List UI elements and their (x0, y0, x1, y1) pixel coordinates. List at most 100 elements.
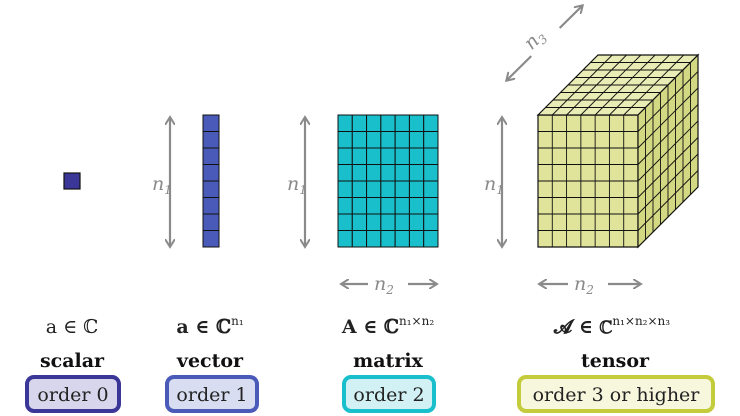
matrix-cell (423, 147, 439, 165)
tensor-grid-line (637, 153, 699, 215)
tensor-grid-line (637, 87, 699, 149)
matrix-cell (423, 164, 439, 182)
matrix-cell (423, 213, 439, 231)
vector-n1-dimension: n1 (152, 118, 172, 246)
vector-cell (202, 180, 220, 198)
matrix-cell (351, 147, 368, 165)
n2-subscript: 2 (585, 283, 594, 297)
order-badge-tensor: order 3 or higher (517, 375, 715, 413)
matrix-cell (351, 164, 368, 182)
svg-text:n2: n2 (374, 273, 394, 297)
svg-text:n1: n1 (484, 173, 504, 197)
tensor-grid-line (637, 170, 699, 231)
matrix-cell (408, 147, 425, 165)
vector-math: a ∈ ℂn₁ (176, 314, 243, 338)
matrix-cell (366, 180, 382, 198)
n2-label: n (374, 273, 386, 295)
matrix-cell (366, 197, 382, 215)
matrix-cell (423, 114, 439, 132)
order-2-label: order 2 (353, 384, 424, 406)
tensor-math: 𝓐 ∈ ℂn₁×n₂×n₃ (553, 314, 670, 338)
matrix-cell (351, 131, 368, 149)
matrix-cell (351, 213, 368, 231)
matrix-cell (423, 180, 439, 198)
matrix-cell (394, 147, 410, 165)
vector-cell (202, 131, 220, 149)
matrix-math: A ∈ ℂn₁×n₂ (341, 314, 434, 338)
order-badge-vector: order 1 (165, 375, 259, 413)
matrix-cell (408, 114, 425, 132)
matrix-grid (337, 114, 439, 248)
matrix-cell (423, 131, 439, 149)
tensor-n2-dimension: n2 (540, 270, 640, 298)
scalar-square (63, 172, 81, 190)
matrix-cell (380, 147, 396, 165)
order-0-label: order 0 (37, 384, 108, 406)
matrix-cell (351, 114, 368, 132)
matrix-cell (366, 230, 382, 248)
order-3-label: order 3 or higher (533, 384, 701, 406)
n1-label: n (287, 173, 299, 195)
svg-text:n2: n2 (574, 273, 594, 297)
n1-subscript: 1 (496, 183, 504, 197)
scalar-name: scalar (40, 350, 105, 372)
matrix-cell (394, 230, 410, 248)
order-1-label: order 1 (176, 384, 247, 406)
matrix-cell (351, 197, 368, 215)
matrix-cell (408, 180, 425, 198)
matrix-cell (380, 131, 396, 149)
tensor-name: tensor (581, 350, 650, 372)
vector-cell (202, 213, 220, 231)
matrix-cell (366, 213, 382, 231)
vector-cell (202, 147, 220, 165)
vector-cell (202, 230, 220, 248)
vector-cell (202, 114, 220, 132)
matrix-cell (380, 213, 396, 231)
n2-subscript: 2 (385, 283, 394, 297)
tensor-n3-dimension: n3 (507, 6, 582, 80)
matrix-cell (337, 180, 353, 198)
matrix-cell (337, 131, 353, 149)
tensor-grid-line (637, 104, 699, 165)
vector-cell (202, 164, 220, 182)
n1-subscript: 1 (299, 183, 307, 197)
vector-name: vector (176, 350, 244, 372)
matrix-cell (366, 164, 382, 182)
matrix-cell (423, 230, 439, 248)
matrix-cell (408, 230, 425, 248)
matrix-cell (408, 164, 425, 182)
matrix-cell (380, 164, 396, 182)
matrix-cell (366, 131, 382, 149)
n2-label: n (574, 273, 586, 295)
matrix-cell (351, 180, 368, 198)
matrix-cell (394, 197, 410, 215)
vector-column (202, 114, 220, 248)
matrix-cell (337, 114, 353, 132)
n1-label: n (484, 173, 496, 195)
tensor-cube (536, 53, 700, 249)
matrix-cell (337, 197, 353, 215)
matrix-cell (380, 197, 396, 215)
tensor-grid-line (637, 71, 699, 132)
order-badge-scalar: order 0 (25, 375, 121, 413)
matrix-cell (337, 164, 353, 182)
matrix-cell (408, 131, 425, 149)
matrix-cell (380, 230, 396, 248)
svg-text:n1: n1 (152, 173, 172, 197)
tensor-grid-line (637, 137, 699, 198)
matrix-cell (337, 213, 353, 231)
matrix-cell (337, 230, 353, 248)
svg-text:n1: n1 (287, 173, 307, 197)
matrix-cell (394, 131, 410, 149)
tensor-grid-line (637, 120, 699, 182)
matrix-cell (394, 114, 410, 132)
matrix-cell (351, 230, 368, 248)
matrix-cell (337, 147, 353, 165)
scalar-math: a ∈ ℂ (46, 316, 99, 338)
matrix-cell (408, 197, 425, 215)
order-badge-matrix: order 2 (342, 375, 436, 413)
matrix-cell (366, 147, 382, 165)
matrix-n2-dimension: n2 (342, 270, 436, 298)
matrix-cell (408, 213, 425, 231)
matrix-cell (380, 114, 396, 132)
